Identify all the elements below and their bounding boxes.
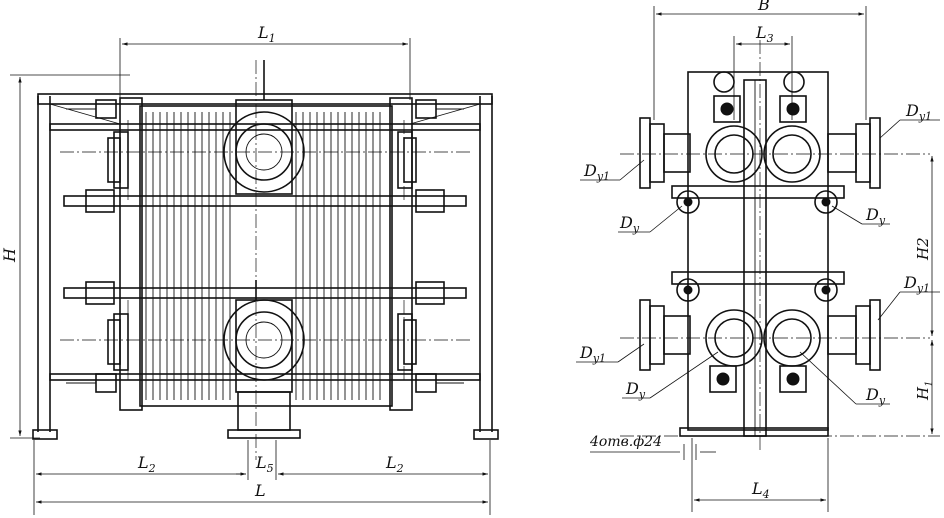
tie-rods [63, 99, 467, 393]
nozzle-label-dy1-bottom-left: Dy1 [579, 343, 606, 365]
side-view: B L3 H2 H1 L4 4отв.ф24 Dy1 Dy1 Dy Dy Dy1… [576, 0, 940, 512]
side-labels: B L3 H2 H1 L4 4отв.ф24 Dy1 Dy1 Dy Dy Dy1… [579, 0, 935, 501]
dim-label-h1: H1 [914, 381, 935, 401]
front-view: L1 H L2 L5 L2 L [0, 23, 499, 515]
nozzle-label-dy1-top-left: Dy1 [583, 161, 610, 183]
dim-label-l3: L3 [755, 23, 774, 45]
nozzle-label-dy1-top-right: Dy1 [905, 101, 932, 123]
front-axes [60, 60, 470, 460]
leader-lines [576, 119, 940, 405]
bottom-port-flange [223, 280, 305, 439]
plates-left [145, 112, 231, 400]
plate-pack [119, 97, 413, 411]
dim-label-l5: L5 [255, 453, 274, 475]
front-dimensions [10, 38, 491, 515]
holes-note: 4отв.ф24 [589, 434, 662, 450]
plates-right [295, 112, 381, 400]
side-flanges-left [639, 117, 691, 371]
front-labels: L1 H L2 L5 L2 L [0, 23, 404, 500]
nozzle-label-dy1-mid-right: Dy1 [903, 273, 930, 295]
top-port-flange [223, 60, 305, 195]
side-body [671, 71, 845, 437]
nozzle-label-dy-top-left: Dy [619, 213, 640, 235]
side-axes [620, 40, 940, 450]
dim-label-l: L [254, 481, 266, 500]
dim-label-h: H [0, 247, 19, 263]
nozzle-label-dy-bottom-right: Dy [865, 385, 886, 407]
dim-label-l2-right: L2 [385, 453, 404, 475]
dim-label-l1: L1 [257, 23, 276, 45]
side-flanges-right [827, 117, 881, 371]
frame [32, 93, 499, 440]
side-port-circles [705, 125, 821, 367]
dim-label-h2: H2 [914, 237, 932, 261]
small-nozzles [676, 71, 838, 393]
dim-label-l2-left: L2 [137, 453, 156, 475]
side-nozzles [107, 131, 417, 371]
side-dimensions [590, 6, 934, 512]
dim-label-b: B [757, 0, 770, 14]
nozzle-label-dy-bottom-left: Dy [625, 379, 646, 401]
dim-label-l4: L4 [751, 479, 770, 501]
nozzle-label-dy-top-right: Dy [865, 205, 886, 227]
